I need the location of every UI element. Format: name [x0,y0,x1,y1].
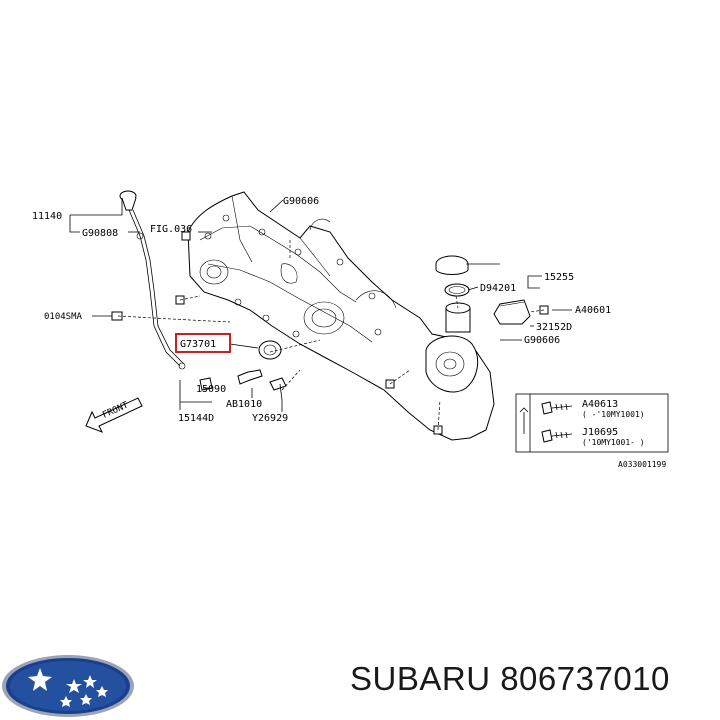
logo-stars [28,668,108,707]
timing-cover [187,191,495,441]
label-g90606-top: G90606 [283,196,319,207]
label-32152d: 32152D [536,322,572,333]
front-arrow: FRONT [85,397,143,433]
label-0104sma: 0104SMA [44,312,83,322]
label-g73701: G73701 [180,339,216,350]
subaru-logo [2,655,134,717]
dipstick [119,190,186,370]
label-15144d: 15144D [178,413,214,424]
leader-dashes [117,238,545,431]
bolt-legend: A40613 ( -'10MY1001) J10695 ('10MY1001- … [515,393,669,453]
highlight-box [175,333,231,353]
label-g90606-right: G90606 [524,335,560,346]
label-11140: 11140 [32,211,62,222]
oil-seal [258,340,282,360]
part-number: 806737010 [500,660,670,697]
leader-lines [69,198,572,412]
label-y26929: Y26929 [252,413,288,424]
oil-filler-assembly [425,255,531,393]
legend-a40613: A40613 [582,399,618,410]
legend-a40613-range: ( -'10MY1001) [582,410,645,419]
product-title: SUBARU 806737010 [350,660,670,698]
part-labels: 11140 G90808 FIG.036 G90606 15255 D94201… [32,196,611,424]
reference-code: A033001199 [618,460,666,469]
label-15255: 15255 [544,272,574,283]
label-fig036: FIG.036 [150,224,192,235]
label-15090: 15090 [196,384,226,395]
label-ab1010: AB1010 [226,399,262,410]
label-d94201: D94201 [480,283,516,294]
legend-j10695: J10695 [582,427,618,438]
label-g90808: G90808 [82,228,118,239]
brand-name: SUBARU [350,660,491,697]
label-a40601: A40601 [575,305,611,316]
legend-j10695-range: ('10MY1001- ) [582,438,645,447]
